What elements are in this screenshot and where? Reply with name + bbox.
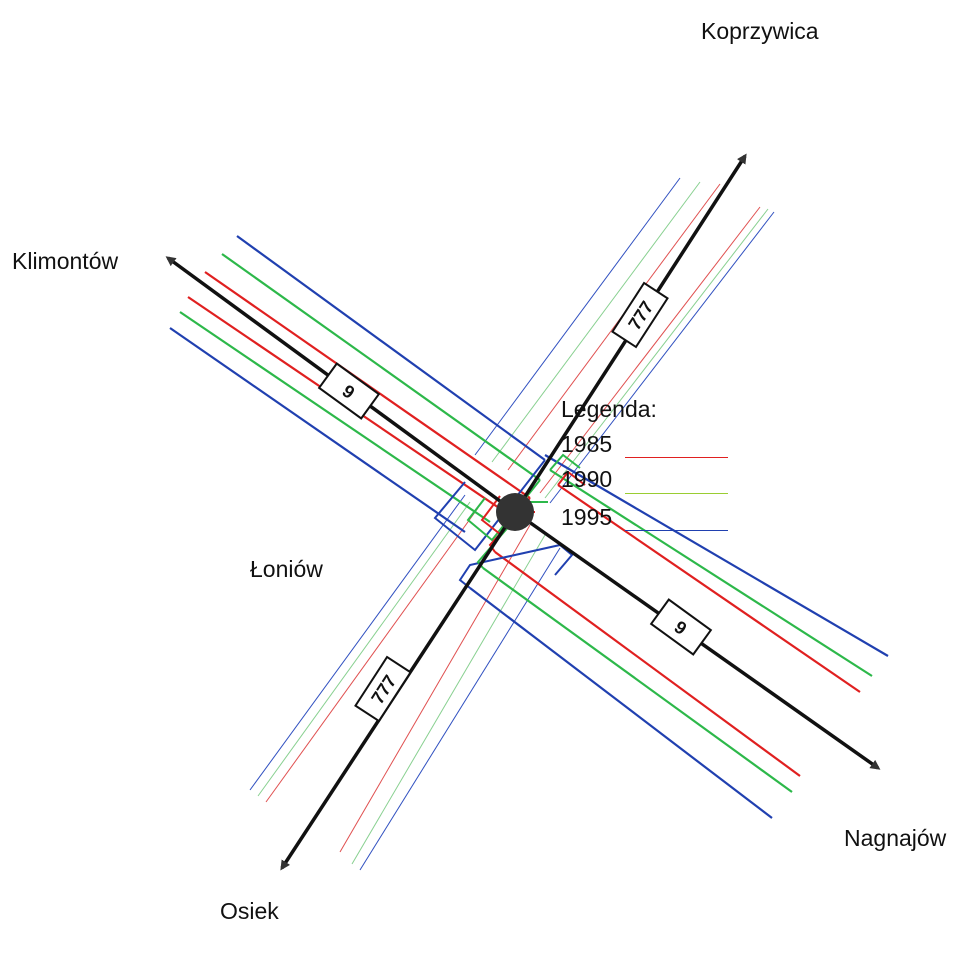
road-shield-9-east: 9 [649, 598, 713, 656]
buffer-777-1995-south-east [359, 547, 561, 871]
place-label-loniow: Łoniów [250, 556, 323, 582]
legend-year-1995: 1995 [561, 504, 613, 530]
buffer-777-1985-north-east [539, 206, 761, 494]
legend-swatch-1990 [625, 493, 728, 494]
buffer-9-1995-north-east [544, 454, 889, 657]
buffer-777-1995-south-west [249, 494, 466, 791]
buffer-777-1990-south-west [257, 501, 471, 797]
buffer-road-9 [169, 235, 889, 819]
legend-year-1990: 1990 [561, 466, 613, 492]
buffer-9-1995-south-west [169, 327, 466, 533]
buffer-9-1985-south-east [494, 551, 801, 777]
place-label-nagnajow: Nagnajów [844, 825, 947, 851]
buffer-9-1990-south-east [482, 567, 793, 793]
junction-box-1990-east [549, 453, 581, 471]
buffer-9-1985-north-east [557, 484, 861, 693]
buffer-777-1990-north-east [544, 208, 769, 499]
buffer-777-1990-north-west [491, 181, 701, 463]
junction-node [496, 493, 534, 531]
buffer-777-1985-south-west [265, 507, 479, 803]
place-label-koprzywica: Koprzywica [701, 18, 819, 44]
legend-year-1985: 1985 [561, 431, 613, 457]
legend-swatch-1995 [625, 530, 728, 531]
buffer-9-1990-north-east [549, 469, 873, 677]
legend-swatch-1985 [625, 457, 728, 458]
junction-box-1985-east [557, 470, 586, 486]
place-label-osiek: Osiek [220, 898, 279, 924]
buffer-777-1995-north-east [549, 211, 775, 504]
junction-box-1995-south [458, 543, 574, 589]
buffer-777-1985-north-west [507, 183, 721, 471]
legend-title: Legenda: [561, 396, 657, 422]
buffer-9-1990-north-west [221, 253, 541, 481]
buffer-9-1995-north-west [236, 235, 546, 461]
buffer-9-1990-south-west [179, 311, 491, 523]
road-shield-9-west: 9 [317, 362, 381, 420]
place-label-klimontow: Klimontów [12, 248, 119, 274]
buffer-777-1995-north-west [474, 177, 681, 456]
buffer-9-1995-south-east [469, 587, 773, 819]
